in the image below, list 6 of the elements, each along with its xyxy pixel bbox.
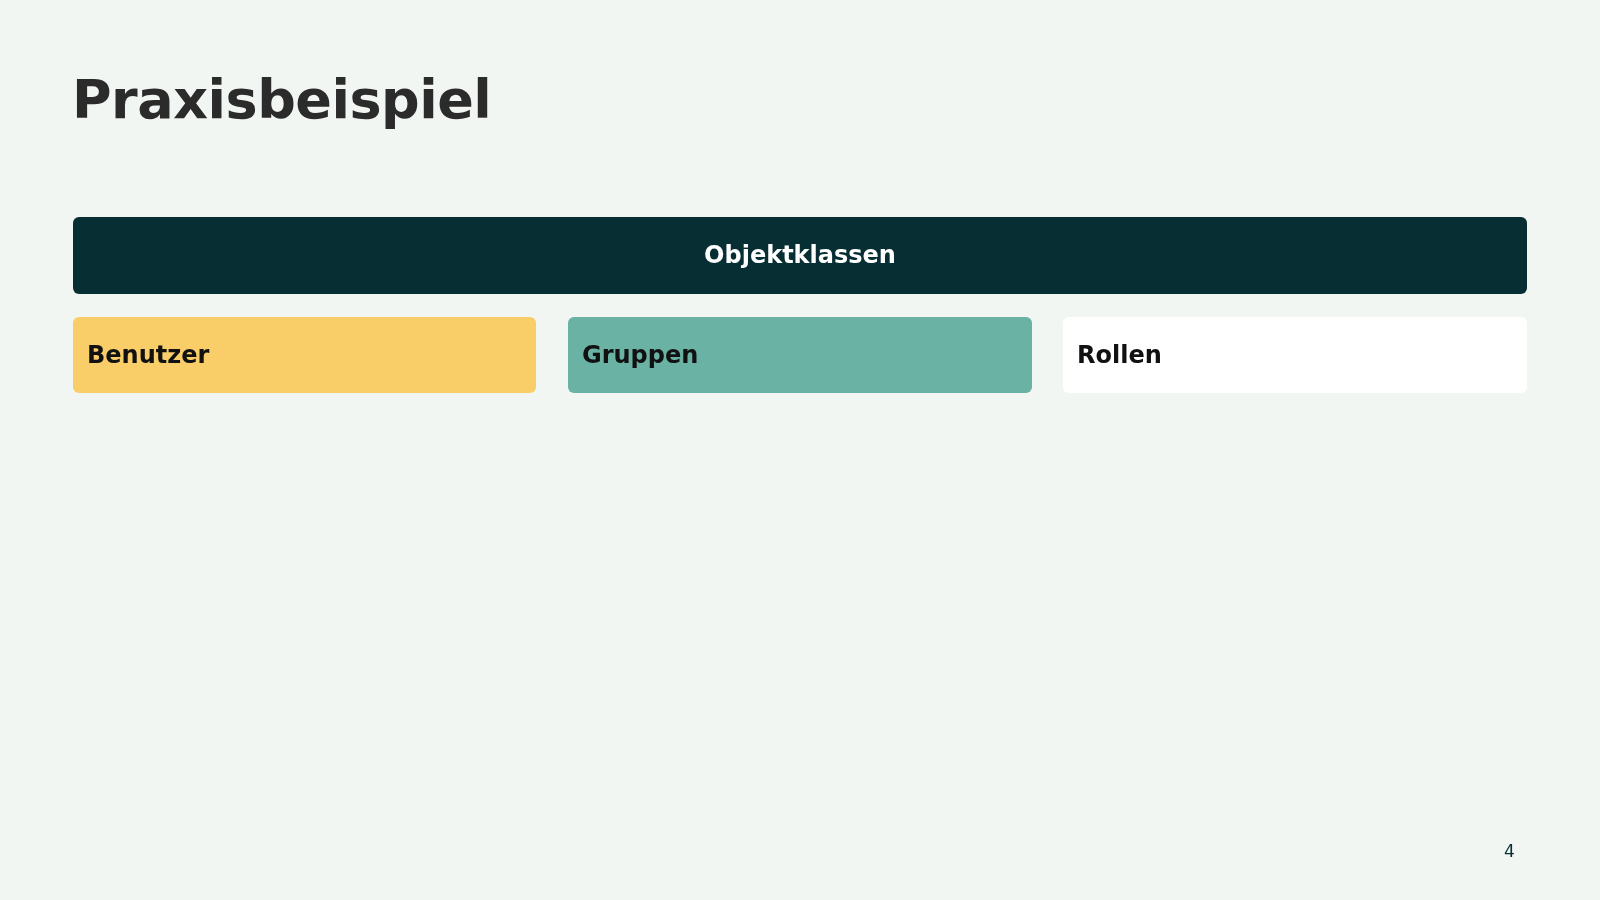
category-box: Gruppen	[568, 317, 1032, 393]
header-bar: Objektklassen	[73, 217, 1527, 294]
page-number: 4	[1504, 841, 1515, 861]
slide-title: Praxisbeispiel	[72, 68, 492, 133]
category-box: Benutzer	[73, 317, 536, 393]
category-box: Rollen	[1063, 317, 1527, 393]
